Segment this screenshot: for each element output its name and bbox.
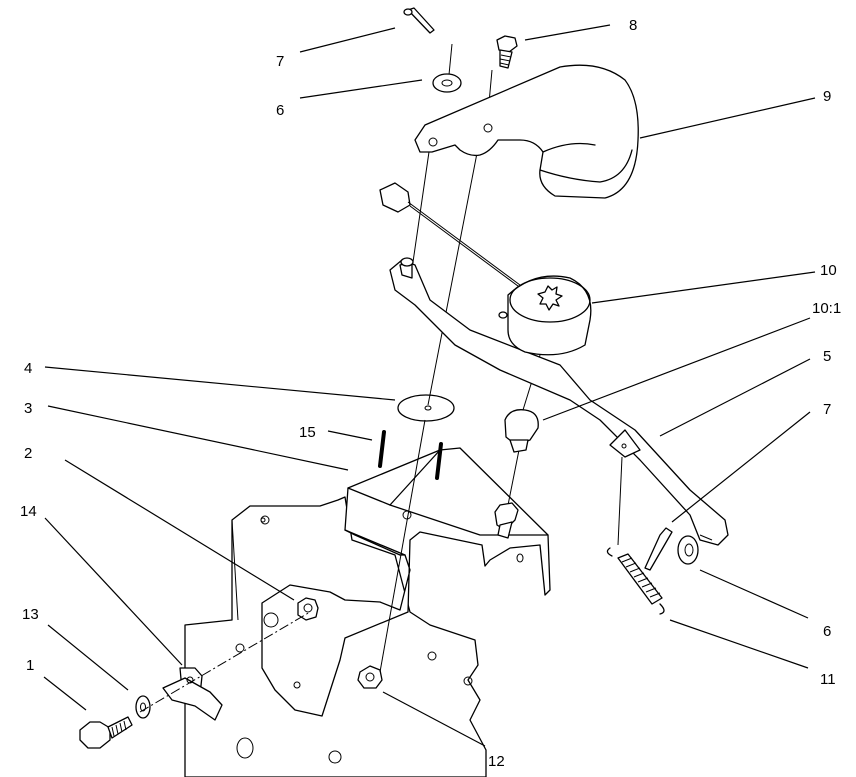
- callout-8: 8: [629, 17, 637, 34]
- callout-13: 13: [22, 606, 39, 623]
- callout-5: 5: [823, 348, 831, 365]
- washer-6: [432, 73, 462, 93]
- cover-plate: [414, 64, 639, 199]
- callout-9: 9: [823, 88, 831, 105]
- bracket-rod: [389, 257, 729, 546]
- switch: [498, 275, 592, 356]
- callout-labels: 7 8 6 9 10 10:1 5 4 3 15 7 2 14 13 1 6 1…: [20, 17, 841, 770]
- spring: [606, 547, 665, 615]
- callout-11: 11: [820, 671, 836, 688]
- callout-7-right: 7: [823, 401, 831, 418]
- callout-14: 14: [20, 503, 37, 520]
- roll-pin: [378, 430, 443, 480]
- wire-connector: [379, 182, 523, 290]
- flat-washer: [397, 394, 455, 422]
- cotter-pin: [403, 7, 435, 34]
- nut-12: [357, 665, 383, 689]
- callout-10: 10: [820, 262, 837, 279]
- callout-2: 2: [24, 445, 32, 462]
- callout-10-1: 10:1: [812, 300, 841, 317]
- carriage-bolt: [494, 502, 519, 539]
- callout-1: 1: [26, 657, 34, 674]
- bolt-8: [496, 35, 518, 69]
- bolt: [79, 716, 133, 749]
- tab-14: [162, 667, 223, 721]
- callout-3: 3: [24, 400, 32, 417]
- washer-6b: [677, 535, 699, 565]
- callout-6-top: 6: [276, 102, 284, 119]
- nut: [297, 597, 319, 621]
- callout-6-right: 6: [823, 623, 831, 640]
- mounting-bracket: [235, 447, 551, 717]
- key: [504, 409, 539, 453]
- callout-12: 12: [488, 753, 505, 770]
- callout-7-top: 7: [276, 53, 284, 70]
- callout-4: 4: [24, 360, 32, 377]
- washer-13: [135, 695, 151, 719]
- callout-15: 15: [299, 424, 316, 441]
- cotter-pin-7b: [644, 527, 673, 571]
- leader-lines: [43, 24, 816, 747]
